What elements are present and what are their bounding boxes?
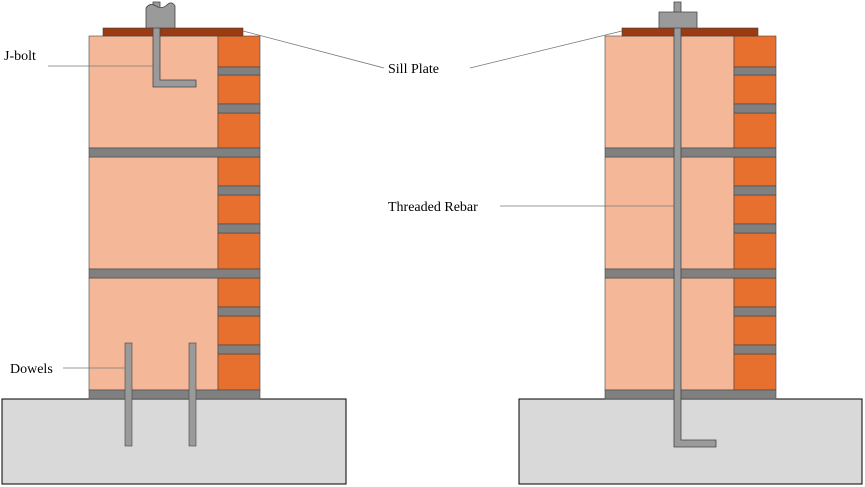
left-brick	[217, 194, 261, 225]
right-brick-joint	[733, 66, 777, 76]
right-brick	[733, 35, 777, 68]
left-brick-joint	[217, 66, 261, 76]
left-block-bottom	[88, 277, 219, 391]
right-brick-joint	[733, 344, 777, 355]
right-brick	[733, 112, 777, 149]
right-foundation	[518, 398, 863, 485]
left-brick	[217, 232, 261, 270]
leader-lines	[48, 30, 674, 369]
sill-plate-leader-left	[242, 30, 385, 69]
dowels-label: Dowels	[10, 362, 53, 377]
right-block-bottom	[604, 277, 735, 391]
dowel-bar	[188, 342, 197, 447]
dowel-bar	[124, 342, 133, 447]
left-brick-joint	[217, 306, 261, 317]
j-bolt-thread-break	[145, 2, 176, 29]
right-mortar-joint	[604, 268, 777, 279]
threaded-rebar-label: Threaded Rebar	[388, 200, 478, 215]
sill-plate-label: Sill Plate	[388, 62, 439, 77]
right-block-top	[604, 35, 735, 149]
right-brick	[733, 277, 777, 308]
threaded-rebar	[673, 1, 717, 448]
left-block-middle	[88, 156, 219, 270]
right-mortar-joint	[604, 389, 777, 400]
right-brick	[733, 232, 777, 270]
left-mortar-joint	[88, 389, 261, 400]
left-sill-plate	[102, 27, 244, 37]
sill-plate-leader-right	[469, 30, 623, 69]
right-brick	[733, 194, 777, 225]
right-block-middle	[604, 156, 735, 270]
right-mortar-joint	[604, 147, 777, 158]
right-assembly	[518, 1, 863, 485]
right-brick	[733, 353, 777, 391]
left-brick	[217, 353, 261, 391]
left-brick-joint	[217, 223, 261, 234]
left-brick	[217, 74, 261, 105]
left-foundation	[1, 398, 347, 485]
left-brick	[217, 277, 261, 308]
left-brick-joint	[217, 344, 261, 355]
left-brick	[217, 156, 261, 187]
left-assembly	[1, 1, 347, 485]
right-brick	[733, 315, 777, 346]
right-brick	[733, 74, 777, 105]
left-mortar-joint	[88, 268, 261, 279]
right-brick-joint	[733, 306, 777, 317]
right-sill-plate	[621, 27, 759, 37]
left-mortar-joint	[88, 147, 261, 158]
right-brick-joint	[733, 185, 777, 196]
left-brick	[217, 315, 261, 346]
right-brick-joint	[733, 103, 777, 114]
j-bolt-label: J-bolt	[4, 49, 36, 64]
threaded-rebar-nut	[658, 11, 698, 29]
left-brick-joint	[217, 185, 261, 196]
right-brick-joint	[733, 223, 777, 234]
left-brick	[217, 35, 261, 68]
left-brick-joint	[217, 103, 261, 114]
right-brick	[733, 156, 777, 187]
left-brick	[217, 112, 261, 149]
